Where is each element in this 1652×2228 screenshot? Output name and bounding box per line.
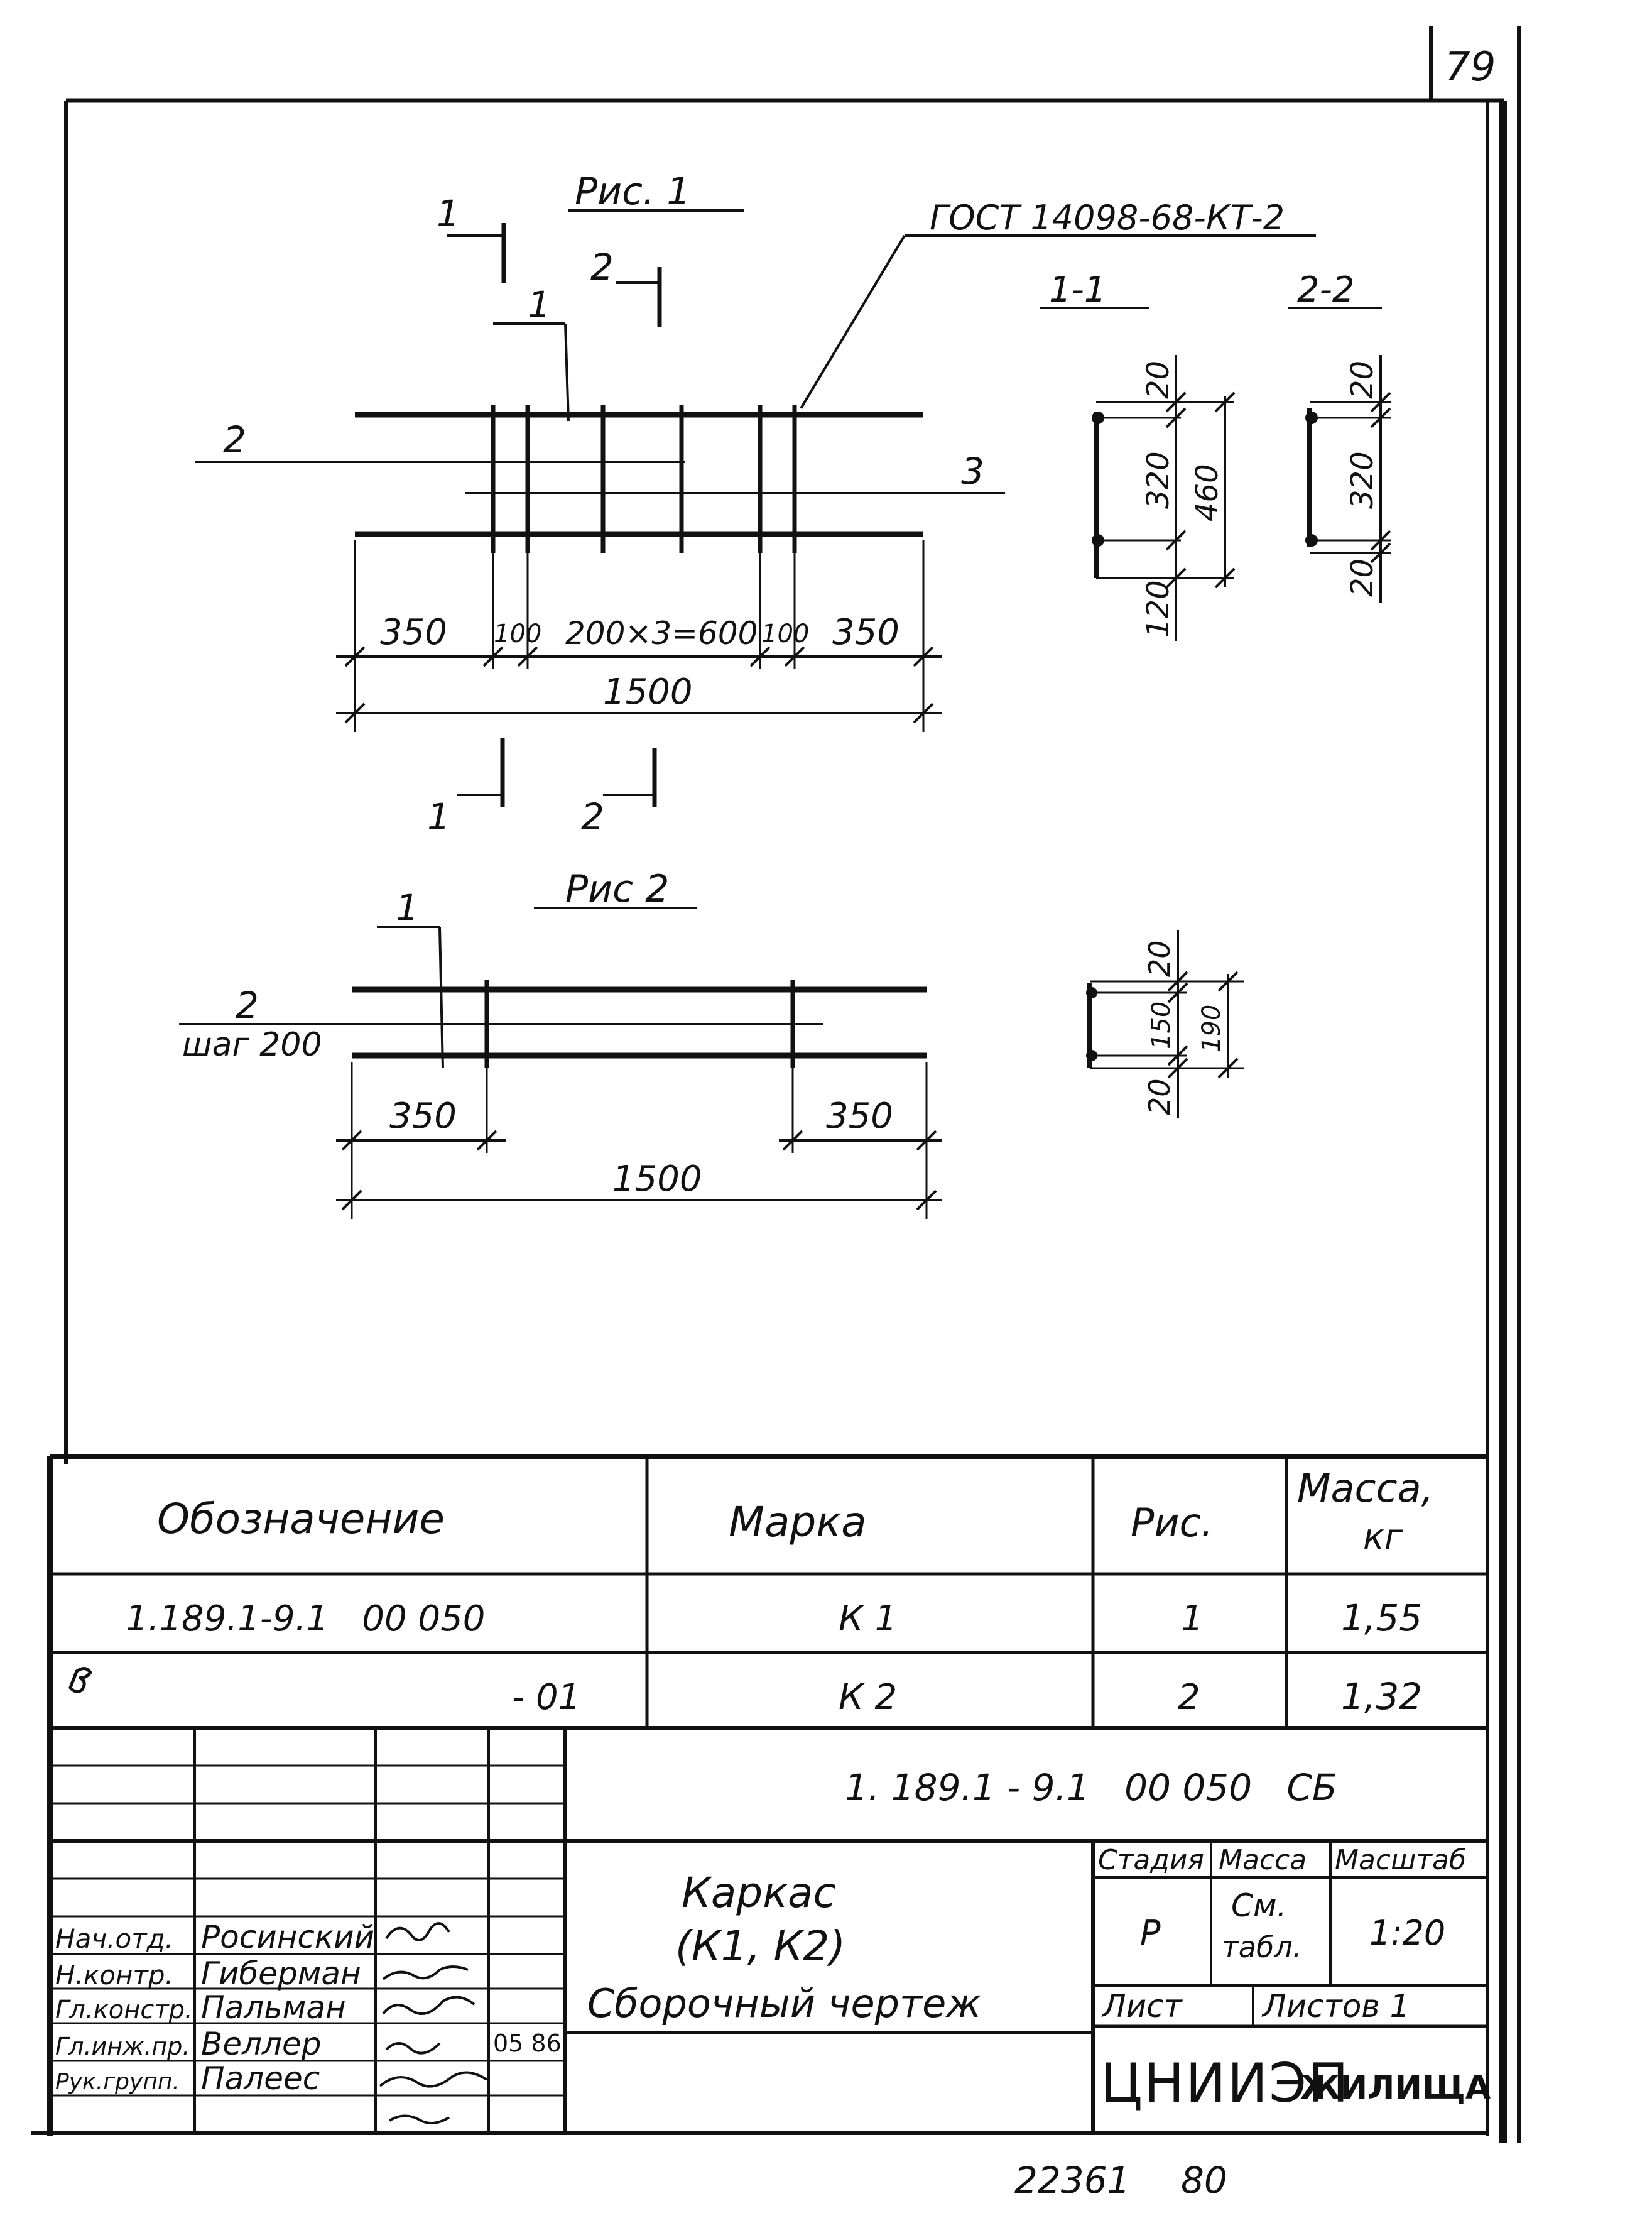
fig1-gost-label: ГОСТ 14098-68-КТ-2	[930, 198, 1285, 238]
fig1-gost-leader	[800, 234, 1316, 410]
section-1-1-dim-320: 320	[1141, 451, 1176, 509]
section-2-2-drawing	[1305, 355, 1391, 603]
spec-header-mark: Марка	[729, 1498, 867, 1546]
org-name: ЦНИИЭП	[1100, 2052, 1350, 2115]
section-2-2-dim-20-top: 20	[1345, 361, 1380, 399]
section-2-2-dim-20-bottom: 20	[1345, 559, 1380, 597]
archive-number: 22361	[1014, 2159, 1131, 2202]
spec-header-fig: Рис.	[1131, 1500, 1213, 1546]
section-1-1-dim-120: 120	[1141, 580, 1176, 638]
fig1-cut1-label-bottom: 1	[427, 795, 450, 838]
fig1-cross-bars	[491, 405, 797, 553]
fig2-title: Рис 2	[565, 867, 669, 911]
fig2-step: шаг 200	[182, 1026, 322, 1064]
spec-row1-designation: 1.189.1-9.1 00 050	[126, 1598, 485, 1639]
spec-row2-mark: К 2	[839, 1677, 897, 1718]
sheet-label: Лист	[1101, 1988, 1183, 2024]
section-2-2-title: 2-2	[1297, 270, 1354, 310]
fig1-dim-100-right: 100	[761, 620, 809, 648]
fig2-callout-1-leader	[377, 926, 444, 1069]
scale-value: 1:20	[1369, 1913, 1445, 1953]
fig2-section-drawing	[1086, 930, 1244, 1118]
spec-row2-fig: 2	[1178, 1677, 1200, 1718]
staff-name-1: Росинский	[201, 1919, 374, 1955]
fig2-dim-total: 1500	[612, 1159, 702, 1199]
fig1-dim-middle: 200×3=600	[565, 615, 758, 652]
fig2-sec-dim-20-bottom: 20	[1143, 1078, 1177, 1115]
spec-header-designation: Обозначение	[157, 1495, 445, 1543]
fig2-longitudinal-bars	[352, 986, 927, 1059]
staff-role-2: Н.контр.	[55, 1960, 173, 1990]
fig1-longitudinal-bars	[355, 412, 923, 537]
section-1-1-dim-460: 460	[1190, 464, 1225, 522]
fig2-callout-1: 1	[396, 887, 419, 929]
staff-role-5: Рук.групп.	[55, 2069, 180, 2095]
fig2-sec-dim-150: 150	[1147, 1002, 1176, 1049]
page-number: 79	[1445, 44, 1496, 90]
scale-header: Масштаб	[1335, 1844, 1466, 1876]
spec-header-mass: Масса,	[1297, 1465, 1433, 1511]
spec-row1-mass: 1,55	[1341, 1597, 1422, 1639]
fig2-sec-dim-190: 190	[1197, 1005, 1226, 1052]
fig2-cross-bars	[484, 980, 795, 1068]
spec-row1-mark: К 1	[839, 1598, 897, 1639]
section-1-1-title: 1-1	[1049, 270, 1106, 310]
staff-name-3: Пальман	[201, 1989, 346, 2026]
fig2-dim-350-right: 350	[826, 1096, 893, 1137]
fig1-dim-total: 1500	[603, 672, 693, 713]
mass-value-1: См.	[1231, 1887, 1287, 1924]
staff-name-4: Веллер	[201, 2026, 321, 2062]
fig1-callout-3: 3	[961, 450, 984, 493]
org-suffix: ЖИЛИЩА	[1300, 2069, 1491, 2107]
doc-name-line2: (К1, К2)	[675, 1922, 845, 1970]
fig1-callout-1-leader	[493, 322, 570, 422]
section-2-2-dim-320: 320	[1345, 451, 1380, 509]
stage-value: Р	[1140, 1913, 1161, 1953]
spec-row1-fig: 1	[1181, 1598, 1204, 1639]
staff-role-3: Гл.констр.	[55, 1996, 193, 2024]
date-value: 05 86	[493, 2029, 562, 2057]
archive-sheet: 80	[1181, 2159, 1227, 2202]
doc-code: 1. 189.1 - 9.1 00 050 СБ	[845, 1766, 1337, 1809]
sheet-frame	[64, 26, 1521, 2143]
spec-header-mass-unit: кг	[1363, 1517, 1403, 1558]
fig1-callout-2: 2	[223, 418, 246, 461]
doc-name-line3: Сборочный чертеж	[587, 1980, 981, 2026]
fig1-cut-marks-bottom	[457, 738, 657, 807]
fig1-title: Рис. 1	[575, 170, 690, 214]
section-1-1-dim-20: 20	[1141, 361, 1176, 399]
fig2-sec-dim-20-top: 20	[1143, 940, 1177, 977]
stamp-mark	[68, 1667, 93, 1693]
mass-value-2: табл.	[1222, 1930, 1301, 1964]
spec-row2-mass: 1,32	[1341, 1675, 1422, 1718]
fig1-dim-350-right: 350	[832, 612, 899, 653]
staff-role-4: Гл.инж.пр.	[55, 2033, 190, 2060]
fig1-cut1-label-top: 1	[437, 192, 460, 235]
staff-name-5: Палеес	[201, 2060, 320, 2097]
fig1-callout-1: 1	[528, 283, 551, 326]
fig1-dimension-lines	[336, 540, 942, 732]
spec-row2-designation: - 01	[512, 1677, 580, 1718]
stage-header: Стадия	[1098, 1844, 1204, 1876]
signature-marks	[379, 1922, 488, 2124]
doc-name-line1: Каркас	[682, 1869, 836, 1917]
staff-role-1: Нач.отд.	[55, 1923, 173, 1954]
title-block-grid	[31, 1728, 1487, 2135]
fig1-cut2-label-top: 2	[590, 246, 614, 288]
fig1-dim-350-left: 350	[380, 612, 447, 653]
fig2-dim-350-left: 350	[389, 1096, 457, 1137]
fig1-title-group: Рис. 1	[568, 170, 744, 214]
fig2-callout-2: 2	[236, 984, 259, 1027]
fig1-dim-100-left: 100	[494, 620, 541, 648]
section-1-1-drawing	[1092, 355, 1236, 641]
fig2-dimension-lines	[336, 1062, 942, 1219]
fig1-cut-marks-top	[447, 223, 662, 327]
mass-header: Масса	[1219, 1844, 1307, 1876]
fig1-cut2-label-bottom: 2	[581, 795, 604, 838]
staff-name-2: Гиберман	[201, 1955, 361, 1992]
sheets-label: Листов 1	[1261, 1988, 1410, 2024]
